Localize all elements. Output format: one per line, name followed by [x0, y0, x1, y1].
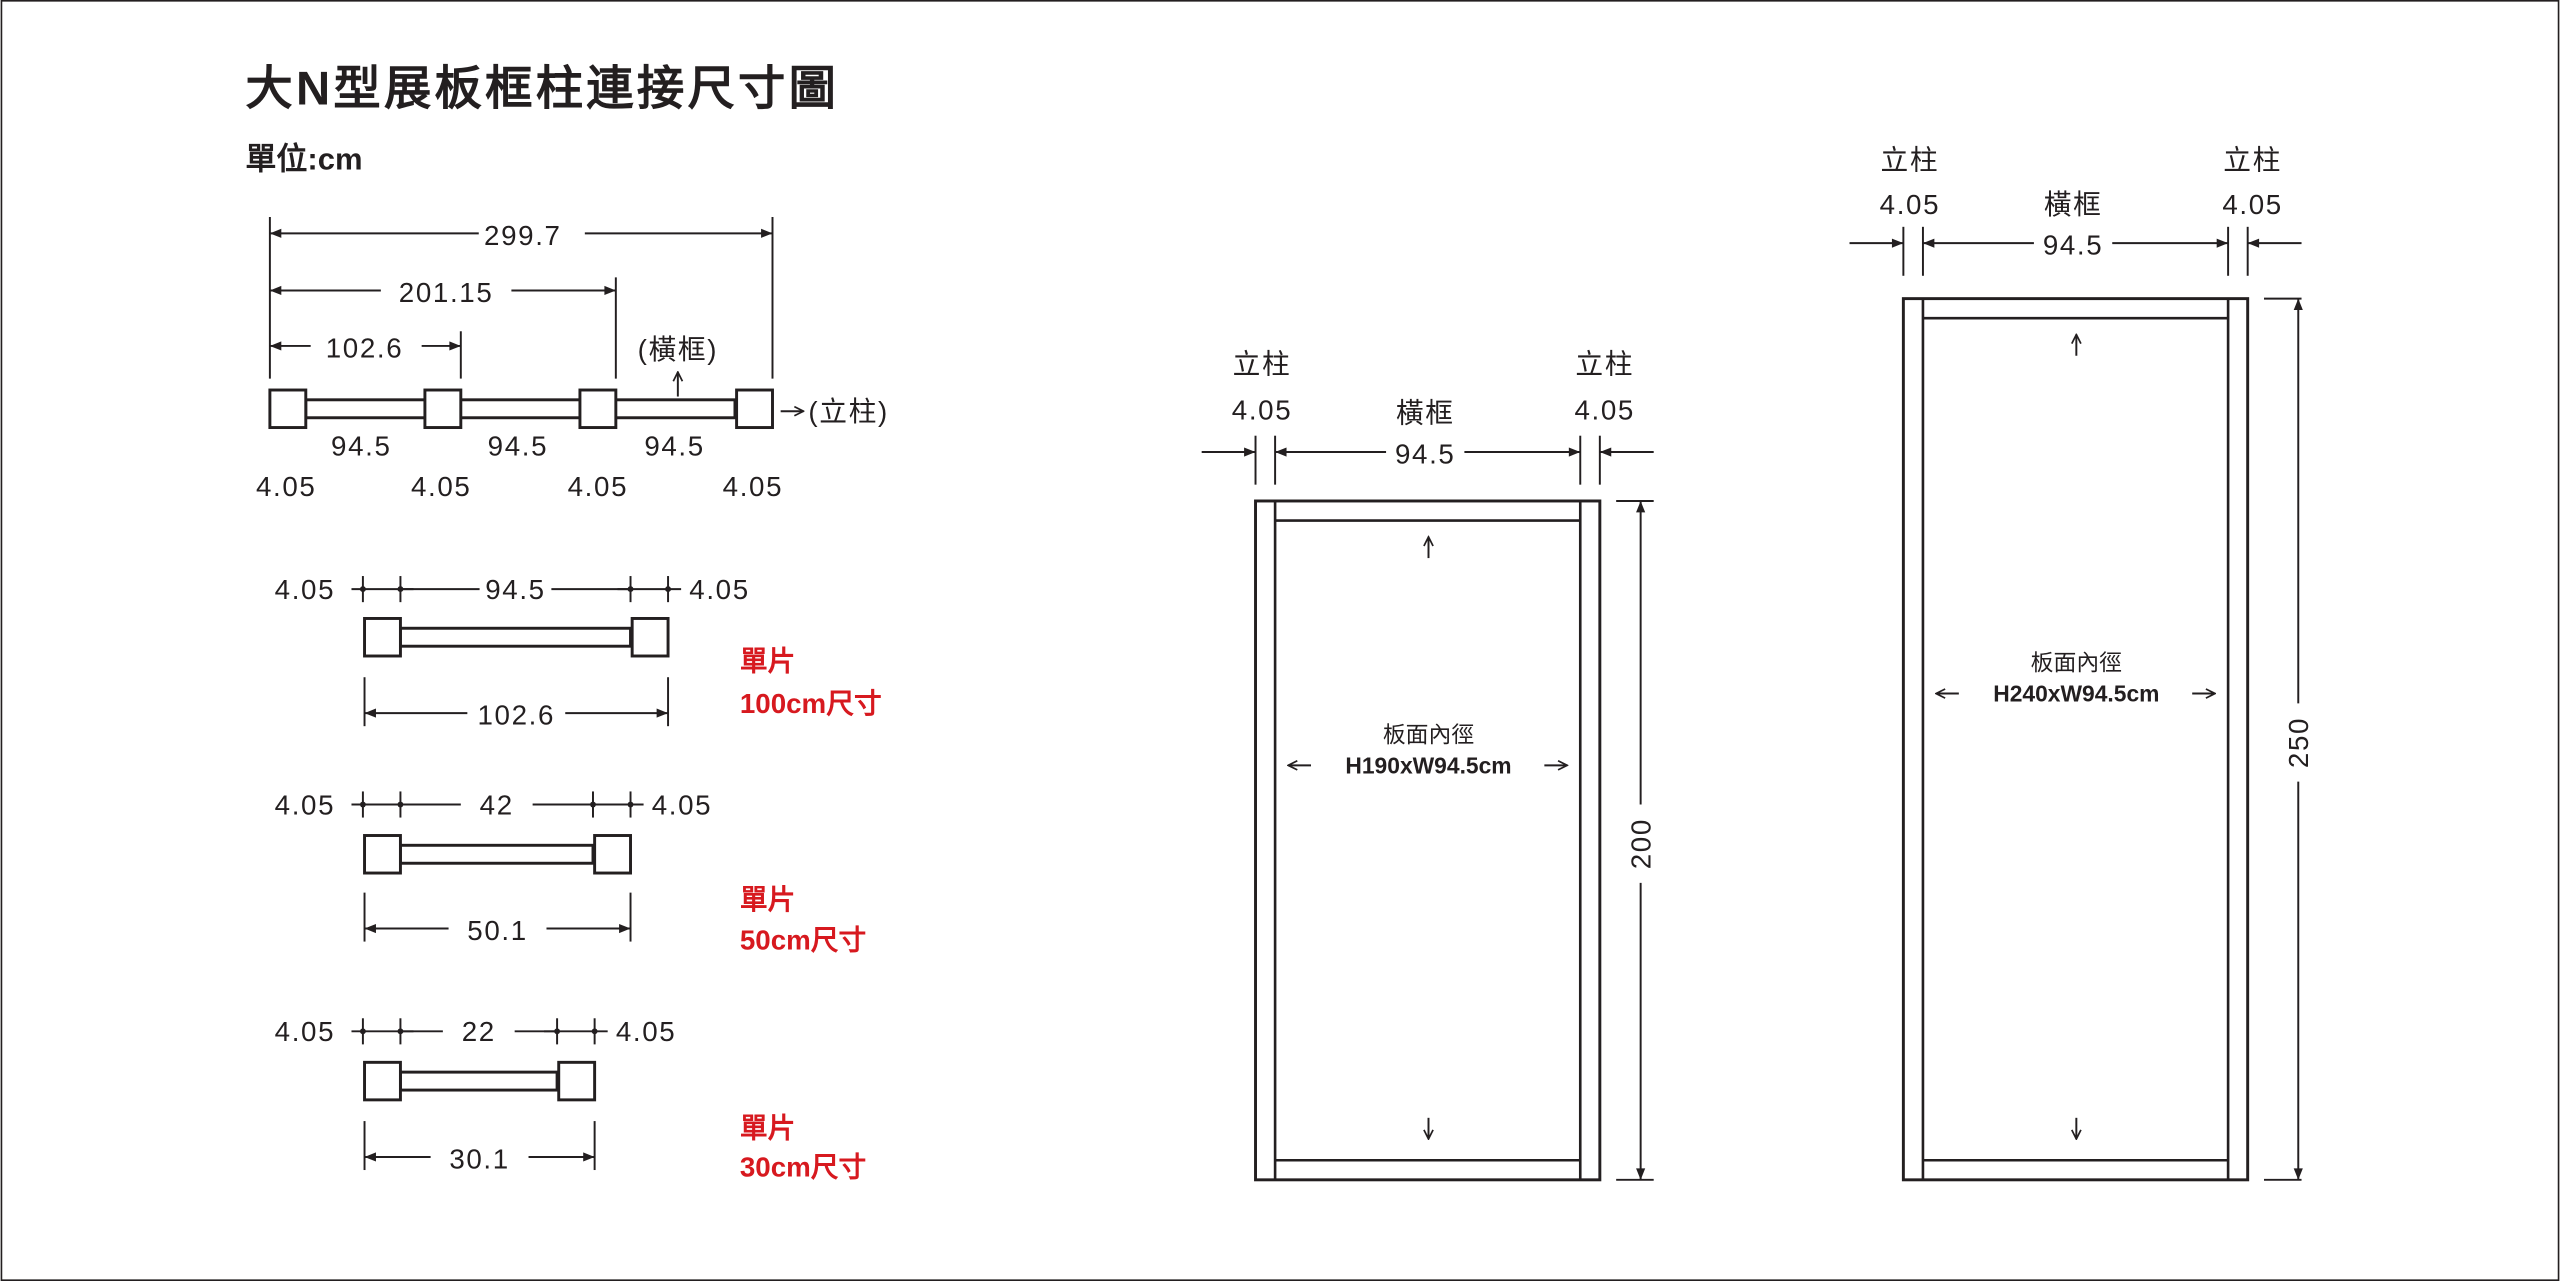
beam-width: 94.5	[485, 574, 546, 605]
post-width: 4.05	[275, 789, 336, 820]
beam-label: 橫框	[2044, 189, 2103, 220]
single-panel-diagram: 4.05 22 4.05 30.1 單片 30cm尺寸	[275, 1015, 866, 1183]
total-width: 30.1	[449, 1143, 510, 1174]
panel-type-label: 單片	[740, 884, 795, 915]
label-bg	[446, 1015, 512, 1048]
total-width: 102.6	[478, 700, 556, 731]
single-panel-diagram: 4.05 94.5 4.05 102.6 單片 100cm尺寸	[275, 572, 882, 731]
post	[593, 834, 632, 875]
post-width: 4.05	[616, 1016, 677, 1047]
dim-one-panel: 102.6	[326, 332, 404, 363]
post	[557, 1060, 597, 1102]
beam-width: 94.5	[1395, 438, 1456, 469]
post-label: (立柱)	[808, 396, 888, 427]
post	[363, 617, 402, 658]
post-width: 4.05	[1880, 189, 1941, 220]
post-width: 4.05	[1232, 394, 1293, 425]
frame-diagram: 立柱 立柱 4.05 4.05 橫框 94.5 250 板面內徑 H240xW94.5cm	[1849, 145, 2314, 1182]
beam	[398, 626, 632, 648]
dim-two-panels: 201.15	[399, 277, 494, 308]
beam-label: (橫框)	[638, 334, 718, 365]
post-label: 立柱	[2223, 145, 2282, 176]
post-width: 4.05	[256, 471, 317, 502]
post	[630, 617, 670, 658]
beam-width: 94.5	[2043, 230, 2104, 261]
inner-size-label: 板面內徑	[2031, 650, 2122, 676]
beam-width: 94.5	[331, 430, 392, 461]
inner-size-value: H240xW94.5cm	[1993, 681, 2159, 707]
beam-width: 94.5	[488, 430, 549, 461]
post-width: 4.05	[723, 471, 784, 502]
beam	[398, 843, 595, 865]
inner-size-value: H190xW94.5cm	[1345, 752, 1511, 778]
single-panel-diagram: 4.05 42 4.05 50.1 單片 50cm尺寸	[275, 788, 866, 956]
post-width: 4.05	[275, 1016, 336, 1047]
unit-label: 單位:cm	[245, 142, 362, 177]
frame-outer	[1254, 499, 1602, 1182]
label-bg	[464, 788, 530, 821]
page-title: 大N型展板框柱連接尺寸圖	[245, 62, 839, 115]
inner-size-label: 板面內徑	[1383, 721, 1474, 747]
post-width: 4.05	[1574, 394, 1635, 425]
post-width: 4.05	[652, 789, 713, 820]
panel-size-label: 50cm尺寸	[740, 925, 866, 956]
panel-type-label: 單片	[740, 1112, 795, 1143]
post-width: 4.05	[568, 471, 629, 502]
height-dimension: 250	[2283, 717, 2314, 768]
post-width: 4.05	[2222, 189, 2283, 220]
total-width: 50.1	[467, 915, 528, 946]
label-bg	[482, 572, 549, 606]
post-label: 立柱	[1881, 145, 1940, 176]
post-width: 4.05	[411, 471, 472, 502]
beam-width: 22	[462, 1016, 496, 1047]
post-label: 立柱	[1233, 349, 1292, 380]
post-width: 4.05	[689, 574, 750, 605]
post-label: 立柱	[1575, 349, 1634, 380]
height-dimension: 200	[1625, 818, 1656, 869]
beam-label: 橫框	[1396, 398, 1455, 429]
panel-size-label: 100cm尺寸	[740, 688, 882, 719]
frame-diagram: 立柱 立柱 4.05 4.05 橫框 94.5 200 板面內徑 H190xW94.5cm	[1201, 349, 1656, 1182]
panel-size-label: 30cm尺寸	[740, 1152, 866, 1183]
post	[363, 834, 402, 875]
beam	[398, 1070, 559, 1092]
beam-width: 42	[480, 789, 514, 820]
dim-total: 299.7	[484, 220, 562, 251]
overview-diagram: 299.7 201.15 102.6 (橫框) (立柱) 94.5 94.5 9…	[256, 217, 888, 502]
beam-width: 94.5	[644, 430, 705, 461]
post-width: 4.05	[275, 574, 336, 605]
frame-outer	[1901, 297, 2250, 1182]
panel-type-label: 單片	[740, 646, 795, 677]
post	[363, 1060, 402, 1102]
